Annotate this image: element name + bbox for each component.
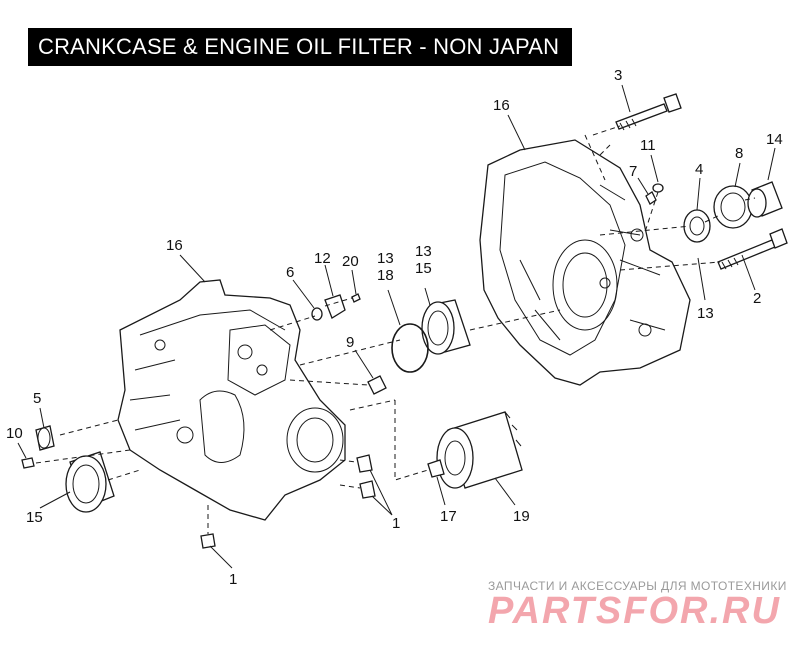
bearing-part-8 [713, 185, 753, 229]
bushing-part-14 [747, 181, 783, 218]
piston-jet-part-12 [324, 294, 346, 319]
oil-filter-nipple-part-17 [427, 459, 445, 478]
bolt-part-2 [717, 228, 788, 270]
callout-2: 2 [753, 290, 761, 307]
callout-18: 18 [377, 267, 394, 284]
bolt-part-3 [615, 93, 682, 131]
o-ring-part-6 [311, 307, 323, 321]
dowel-part-10 [21, 457, 35, 469]
callout-10: 10 [6, 425, 23, 442]
watermark-subtitle: ЗАПЧАСТИ И АКСЕССУАРЫ ДЛЯ МОТОТЕХНИКИ [488, 579, 787, 593]
fitting-part-1-right [356, 454, 376, 499]
callout-15-upper: 15 [415, 260, 432, 277]
oil-filter-part-19 [436, 411, 523, 489]
main-bearing-part-15-left [65, 451, 115, 513]
callout-4: 4 [695, 161, 703, 178]
callout-9: 9 [346, 334, 354, 351]
callout-13-upper: 13 [415, 243, 432, 260]
callout-19: 19 [513, 508, 530, 525]
callout-16-left: 16 [166, 237, 183, 254]
callout-16-right: 16 [493, 97, 510, 114]
callout-15-left: 15 [26, 509, 43, 526]
callout-13-lower: 13 [697, 305, 714, 322]
callout-1-bottom: 1 [229, 571, 237, 588]
main-bearing-part-15 [421, 299, 471, 355]
callout-1-right: 1 [392, 515, 400, 532]
callout-12: 12 [314, 250, 331, 267]
callout-3: 3 [614, 67, 622, 84]
diagram-title: CRANKCASE & ENGINE OIL FILTER - NON JAPA… [28, 28, 572, 66]
callout-8: 8 [735, 145, 743, 162]
callout-5: 5 [33, 390, 41, 407]
dowel-part-7 [645, 191, 657, 205]
callout-11: 11 [640, 137, 656, 154]
callout-6: 6 [286, 264, 294, 281]
right-crankcase-half [479, 139, 691, 386]
callout-13-ring: 13 [377, 250, 394, 267]
callout-14: 14 [766, 131, 783, 148]
dowel-part-9 [367, 375, 387, 395]
assembly-lines [35, 125, 756, 534]
watermark-logo: PARTSFOR.RU [488, 590, 781, 632]
callout-20: 20 [342, 253, 359, 270]
callout-17: 17 [440, 508, 457, 525]
callout-7: 7 [629, 163, 637, 180]
callout-leaders [17, 84, 776, 569]
left-crankcase-half [117, 279, 346, 521]
seal-part-4 [683, 209, 711, 243]
fitting-part-1-bottom [200, 533, 216, 549]
screw-part-20 [351, 293, 361, 303]
retaining-ring-part-18 [391, 323, 429, 373]
needle-bearing-part-5 [35, 425, 55, 451]
dowel-part-11 [652, 183, 664, 193]
